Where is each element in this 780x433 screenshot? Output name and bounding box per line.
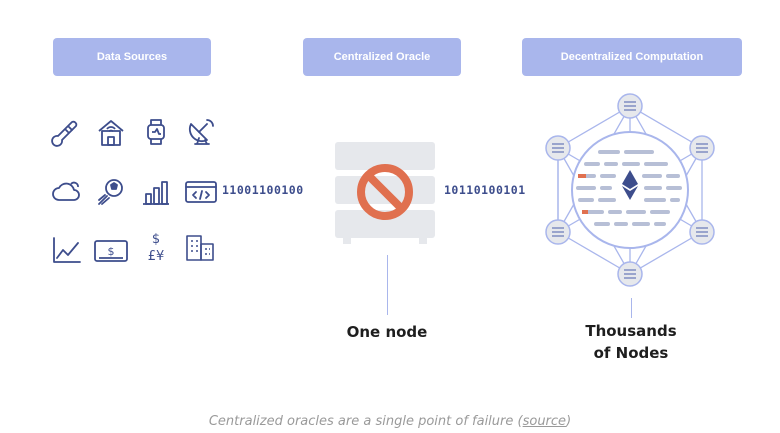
smart-home-icon bbox=[95, 116, 127, 148]
binary-input-stream: 11001100100 bbox=[222, 183, 304, 197]
cloud-icon bbox=[50, 176, 82, 208]
decentralized-computation-header: Decentralized Computation bbox=[522, 38, 742, 76]
building-icon bbox=[184, 232, 216, 264]
thousands-of-nodes-label: Thousands of Nodes bbox=[566, 320, 696, 364]
data-sources-header: Data Sources bbox=[53, 38, 211, 76]
caption-text: Centralized oracles are a single point o… bbox=[208, 414, 523, 429]
network-connector-line bbox=[631, 298, 632, 318]
banknote-icon: $ bbox=[93, 234, 129, 266]
source-link[interactable]: source bbox=[522, 414, 567, 429]
thousands-line-2: of Nodes bbox=[593, 344, 669, 362]
smartwatch-icon bbox=[140, 116, 172, 148]
svg-text:£¥: £¥ bbox=[148, 249, 165, 264]
one-node-label: One node bbox=[346, 323, 428, 341]
bar-chart-icon bbox=[140, 176, 172, 208]
soccer-ball-icon bbox=[95, 176, 127, 208]
currency-icon: $ £¥ bbox=[140, 230, 172, 264]
thermometer-icon bbox=[50, 118, 82, 150]
svg-text:$: $ bbox=[108, 245, 115, 258]
svg-text:$: $ bbox=[152, 232, 160, 247]
thousands-line-1: Thousands bbox=[585, 322, 677, 340]
code-window-icon bbox=[184, 176, 218, 208]
figure-caption: Centralized oracles are a single point o… bbox=[0, 414, 780, 429]
decentralized-network-diagram bbox=[538, 92, 722, 296]
line-chart-icon bbox=[50, 234, 82, 266]
oracle-server-icon bbox=[333, 140, 437, 246]
binary-output-stream: 10110100101 bbox=[444, 183, 526, 197]
oracle-connector-line bbox=[387, 255, 388, 315]
centralized-oracle-header: Centralized Oracle bbox=[303, 38, 461, 76]
caption-end: ) bbox=[566, 414, 572, 429]
satellite-dish-icon bbox=[185, 116, 217, 148]
